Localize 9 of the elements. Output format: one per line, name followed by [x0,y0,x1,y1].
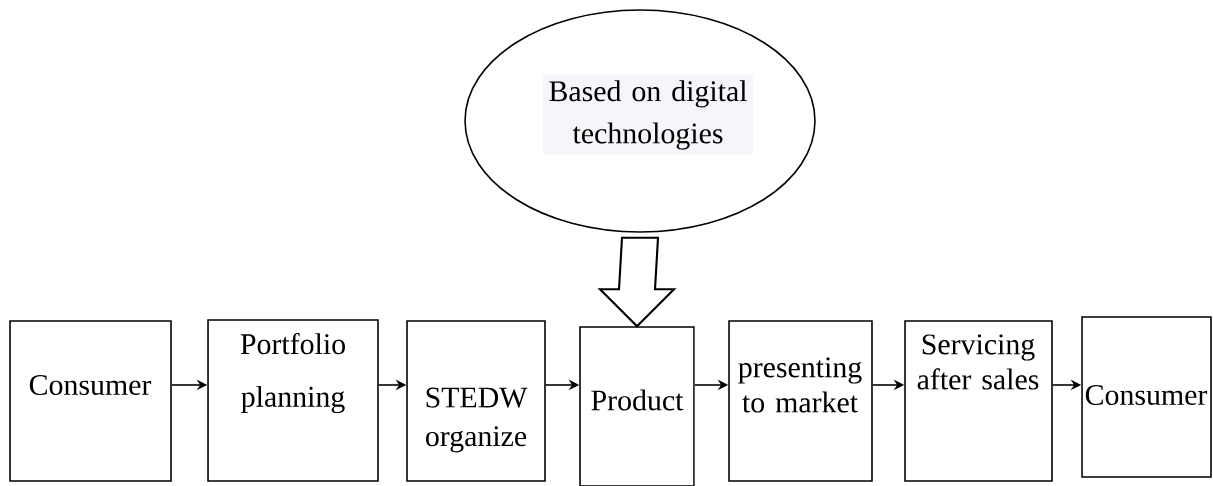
process-box: STEDW organize [406,320,546,482]
process-box: Product [579,326,695,486]
block-arrow [597,236,677,328]
oval-node: Based on digital technologies [464,9,816,233]
process-box: Portfolio planning [207,319,379,482]
process-box: Consumer [9,320,172,482]
process-box: Servicing after sales [904,320,1053,482]
process-box: presenting to market [728,320,873,482]
process-box: Consumer [1081,316,1212,478]
